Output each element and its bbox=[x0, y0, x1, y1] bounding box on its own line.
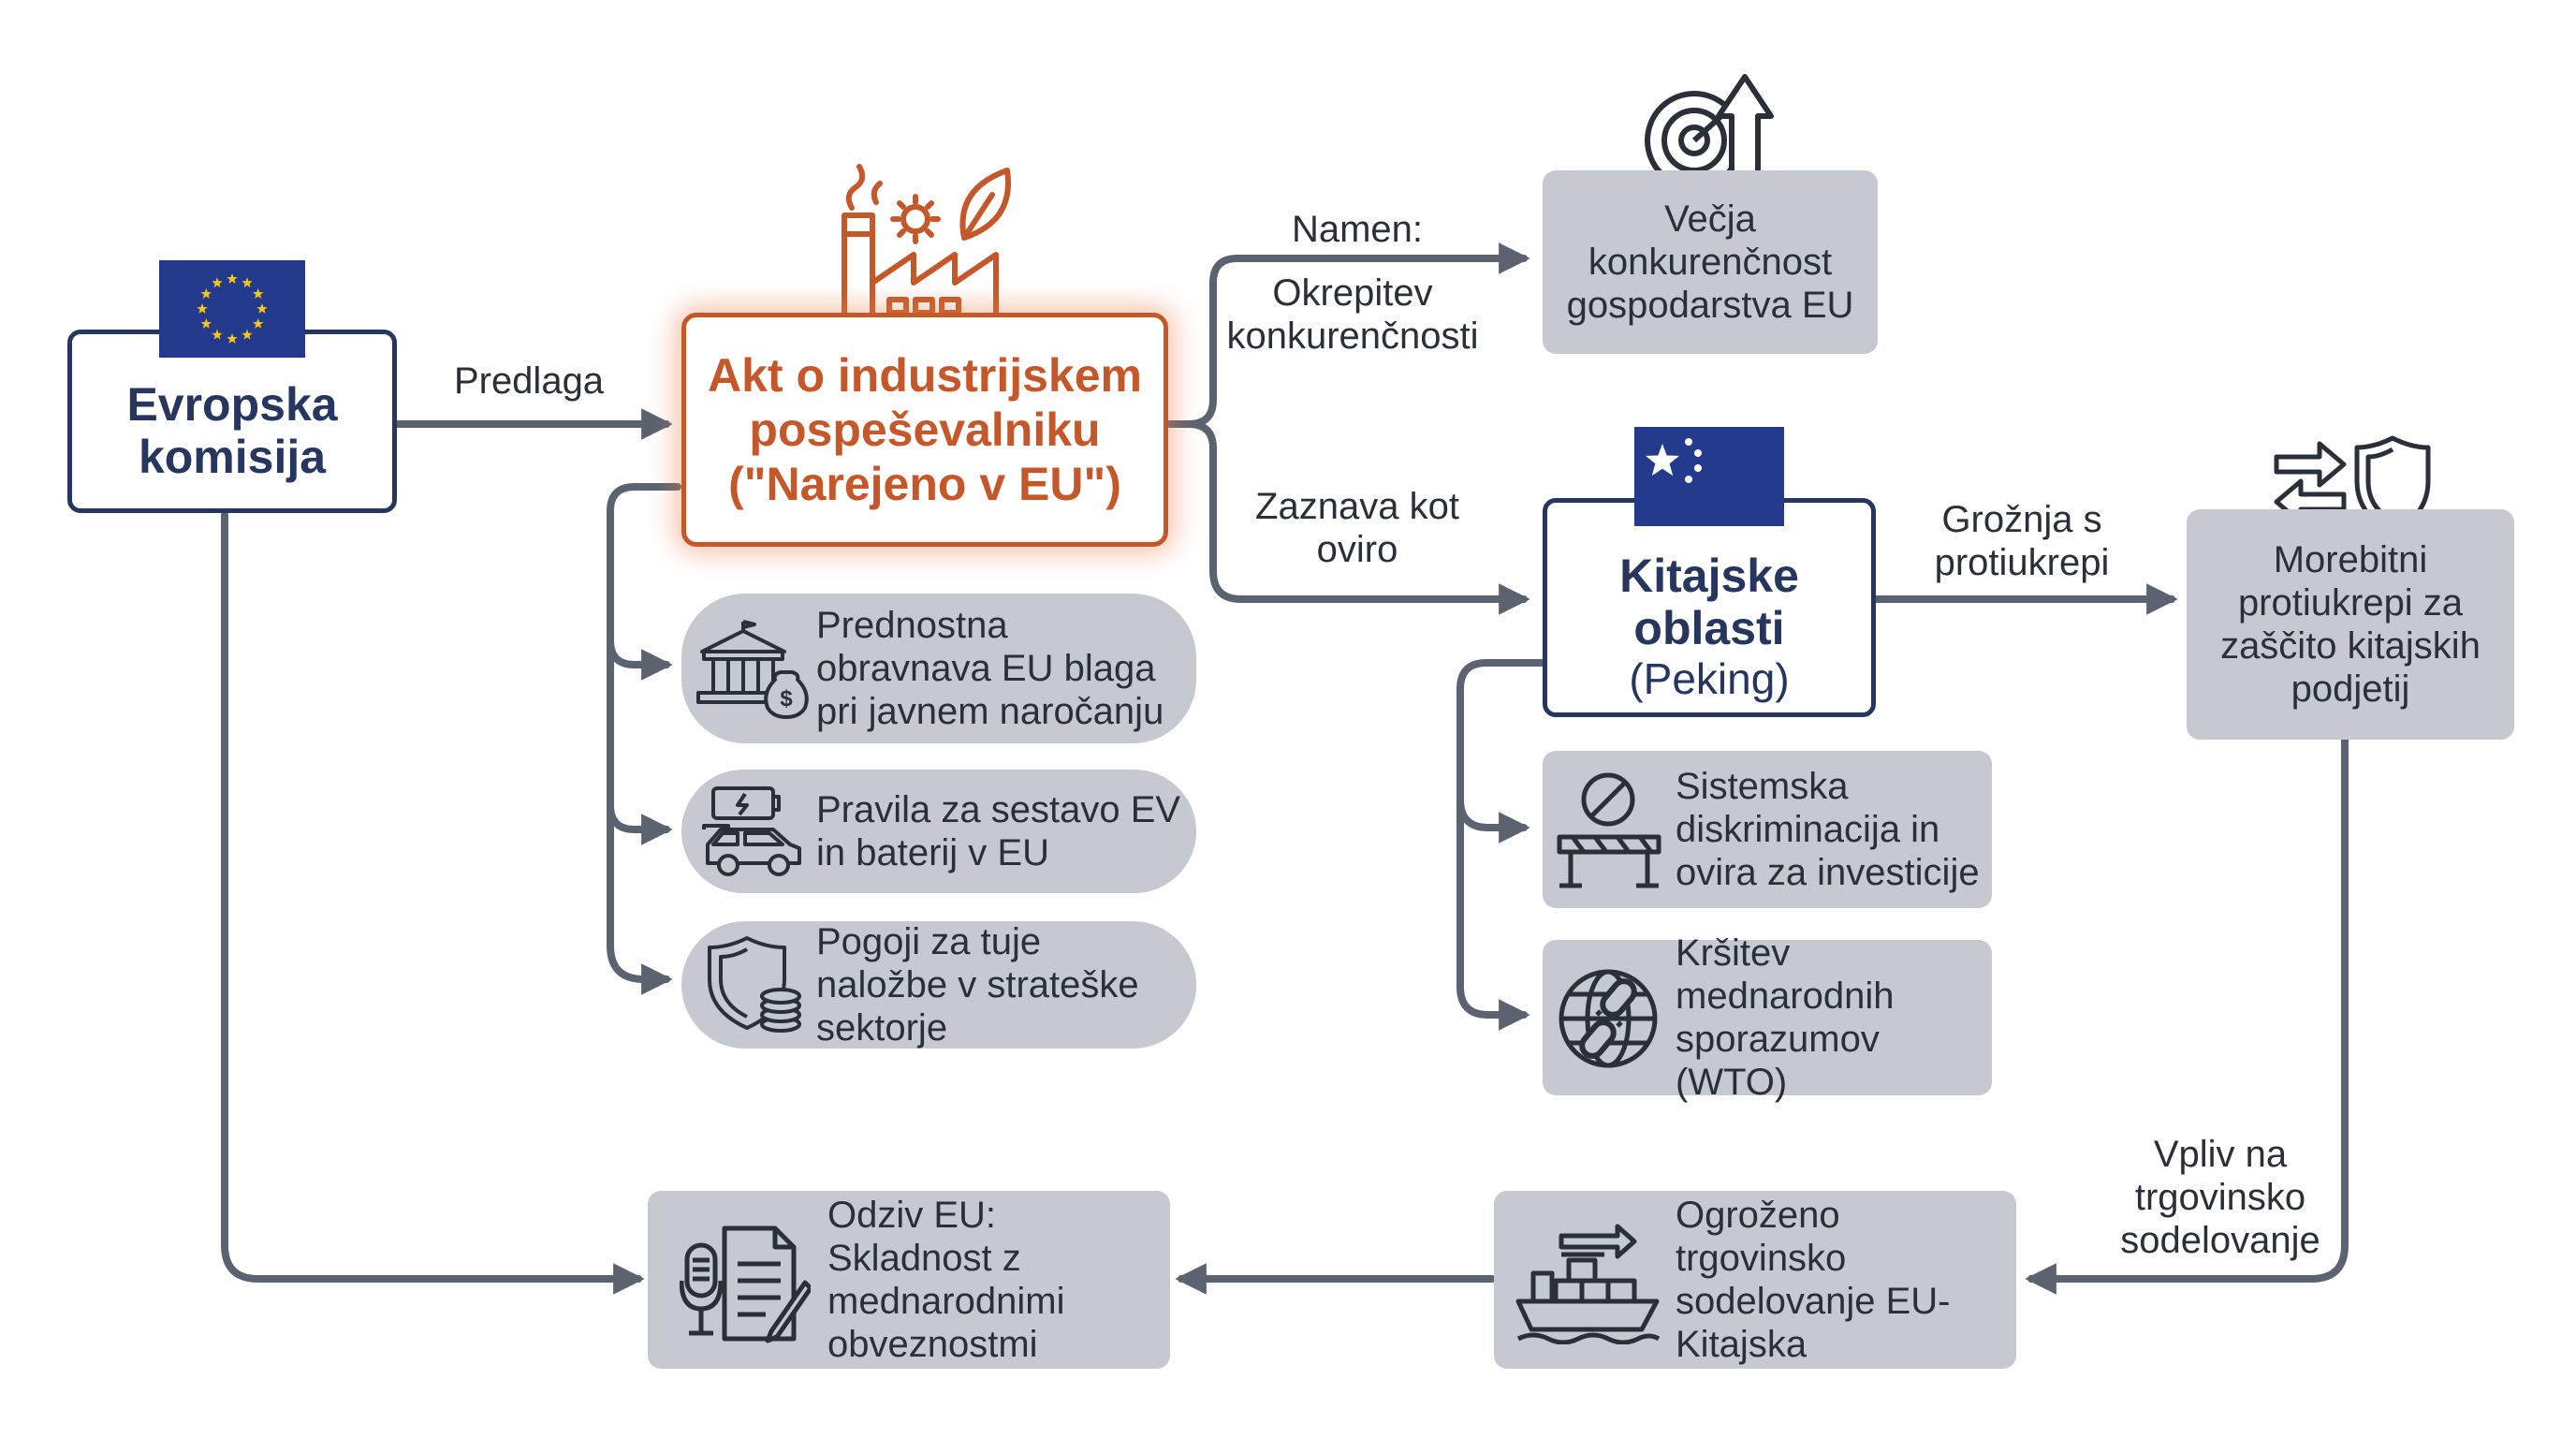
eu-star bbox=[200, 318, 212, 329]
shield-coins-icon bbox=[702, 932, 805, 1035]
globe-broken-chain-icon bbox=[1556, 966, 1661, 1071]
node-wto-violation: Kršitev mednarodnih sporazumov (WTO) bbox=[1543, 932, 1992, 1103]
node-industrial-accelerator-act: Akt o industrijskem pospeševalniku ("Nar… bbox=[681, 313, 1168, 547]
eu-star bbox=[242, 277, 253, 288]
node-european-commission: Evropska komisija bbox=[67, 330, 397, 513]
node-countermeasures: Morebitni protiukrepi za zaščito kitajsk… bbox=[2187, 509, 2514, 740]
node-eu-response-text: Odziv EU: Skladnost z mednarodnimi obvez… bbox=[827, 1195, 1065, 1365]
edge-act-item2 bbox=[607, 801, 673, 845]
edge-label-perceives: Zaznava kot oviro bbox=[1255, 486, 1459, 570]
edge-china-item1 bbox=[1456, 796, 1530, 844]
node-chinese-authorities: Kitajske oblasti (Peking) bbox=[1543, 498, 1876, 717]
edge-act-items bbox=[607, 483, 681, 995]
china-flag-icon bbox=[1634, 427, 1784, 526]
target-arrow-up-icon bbox=[1642, 69, 1780, 198]
eu-star bbox=[242, 329, 253, 340]
node-threatened-trade-text: Ogroženo trgovinsko sodelovanje EU-Kitaj… bbox=[1676, 1195, 1951, 1365]
eu-star bbox=[256, 303, 268, 314]
node-public-procurement-text: Prednostna obravnava EU blaga pri javnem… bbox=[816, 605, 1164, 732]
eu-star bbox=[212, 329, 223, 340]
edge-china-items bbox=[1456, 659, 1548, 1031]
edge-label-impact: Vpliv na trgovinsko sodelovanje bbox=[2120, 1134, 2320, 1261]
svg-text:$: $ bbox=[780, 686, 793, 712]
edge-label-proposes: Predlaga bbox=[453, 360, 605, 402]
node-systemic-discrimination: Sistemska diskriminacija in ovira za inv… bbox=[1543, 751, 1992, 908]
eu-star bbox=[253, 288, 264, 299]
barrier-no-entry-icon bbox=[1554, 770, 1664, 889]
node-eu-competitiveness-text: Večja konkurenčnost gospodarstva EU bbox=[1566, 198, 1854, 326]
eu-star bbox=[197, 303, 208, 314]
node-chinese-authorities-title: Kitajske oblasti bbox=[1619, 550, 1799, 654]
eu-star bbox=[227, 273, 238, 284]
node-chinese-authorities-sub: (Peking) bbox=[1629, 654, 1790, 703]
node-european-commission-title: Evropska komisija bbox=[126, 378, 338, 483]
edge-act-item1 bbox=[607, 637, 673, 681]
node-wto-violation-text: Kršitev mednarodnih sporazumov (WTO) bbox=[1676, 932, 1895, 1103]
government-building-money-icon: $ bbox=[695, 618, 811, 721]
eu-star bbox=[227, 333, 238, 344]
node-countermeasures-text: Morebitni protiukrepi za zaščito kitajsk… bbox=[2220, 539, 2481, 710]
edge-impact bbox=[2025, 736, 2349, 1295]
node-public-procurement: Prednostna obravnava EU blaga pri javnem… bbox=[681, 594, 1196, 743]
edge-label-purpose-body: Okrepitev konkurenčnosti bbox=[1226, 272, 1479, 357]
node-eu-competitiveness: Večja konkurenčnost gospodarstva EU bbox=[1543, 170, 1878, 354]
node-ev-battery-rules-text: Pravila za sestavo EV in baterij v EU bbox=[816, 789, 1181, 873]
ev-battery-car-icon bbox=[700, 783, 807, 880]
node-systemic-discrimination-text: Sistemska diskriminacija in ovira za inv… bbox=[1676, 766, 1980, 893]
eu-star bbox=[253, 318, 264, 329]
node-foreign-investment-text: Pogoji za tuje naložbe v strateške sekto… bbox=[816, 921, 1139, 1049]
cargo-ship-icon bbox=[1515, 1223, 1661, 1345]
eu-star bbox=[200, 288, 212, 299]
eu-flag-overlay bbox=[159, 260, 305, 358]
edge-commission-response bbox=[221, 511, 645, 1295]
edge-label-threat: Grožnja s protiukrepi bbox=[1934, 499, 2110, 583]
edge-perceives bbox=[1166, 420, 1530, 615]
eu-star bbox=[212, 277, 223, 288]
node-industrial-accelerator-act-title: Akt o industrijskem pospeševalniku ("Nar… bbox=[708, 349, 1142, 510]
microphone-document-icon bbox=[679, 1223, 813, 1344]
edge-label-purpose-head: Namen: bbox=[1291, 209, 1424, 250]
